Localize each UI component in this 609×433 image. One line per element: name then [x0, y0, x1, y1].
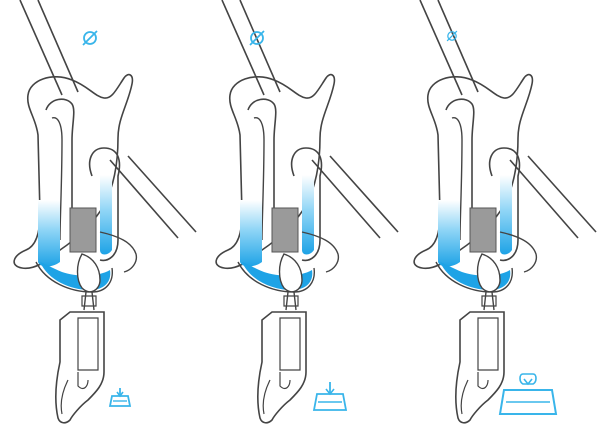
belay-device-drawing	[216, 0, 398, 423]
panel-1	[14, 0, 196, 423]
large-load-weight-icon	[500, 374, 556, 414]
belay-device-drawing	[14, 0, 196, 423]
small-load-weight-icon	[110, 388, 130, 406]
belay-device-drawing	[414, 0, 596, 423]
panel-3	[414, 0, 596, 423]
diameter-icon	[250, 31, 264, 45]
panel-2	[216, 0, 398, 423]
diameter-icon	[83, 31, 97, 45]
medium-load-weight-icon	[314, 382, 346, 410]
